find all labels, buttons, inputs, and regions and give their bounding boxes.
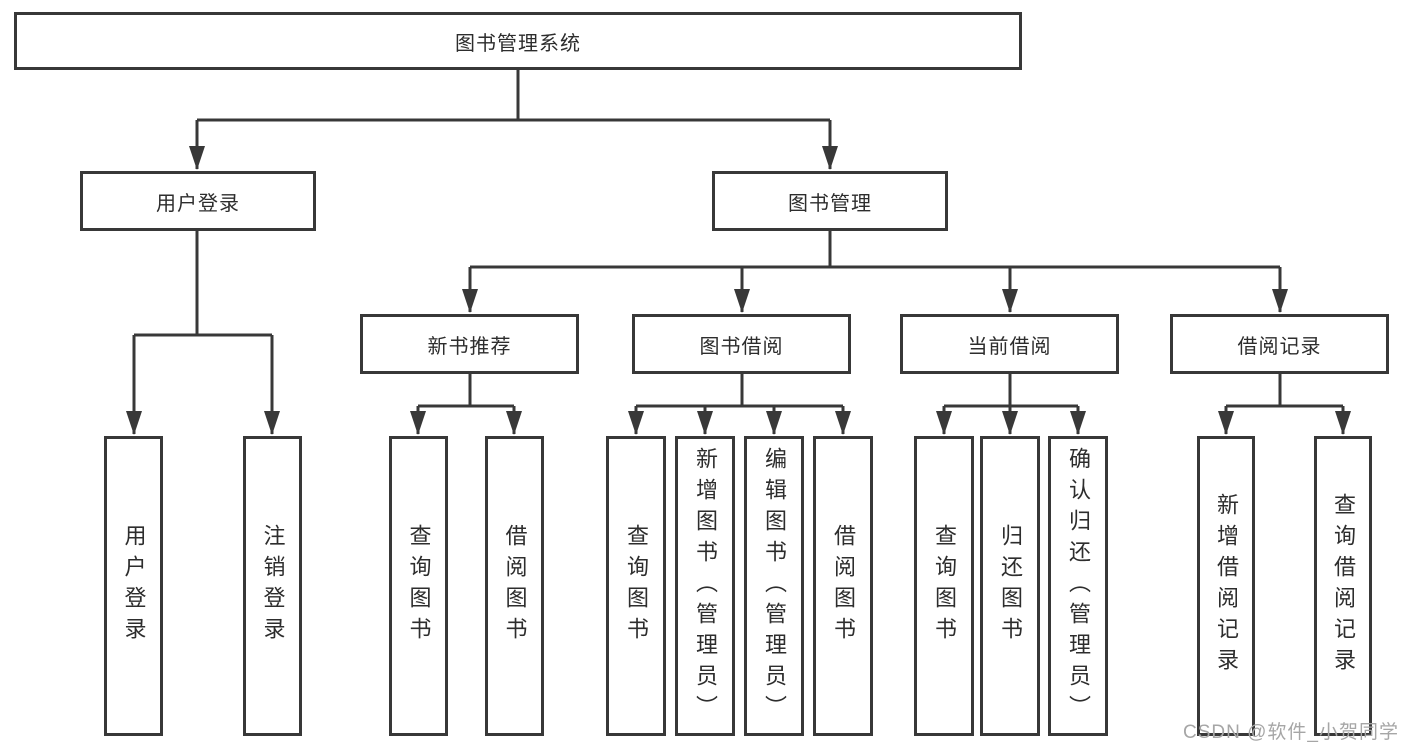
node-label: 注销登录 — [260, 524, 286, 648]
watermark: CSDN @软件_小贺同学 — [1183, 722, 1399, 743]
node-label: 用户登录 — [156, 192, 240, 215]
node-label: 图书管理 — [788, 192, 872, 215]
node-label: 查询图书 — [624, 524, 649, 648]
node-label: 确认归还（管理员） — [1066, 446, 1091, 726]
node-label: 图书管理系统 — [455, 32, 581, 55]
node-label: 新书推荐 — [427, 335, 512, 358]
node-borrow-books-recommend: 借阅图书 — [485, 436, 544, 736]
node-label: 借阅记录 — [1237, 335, 1322, 358]
node-add-borrow-record: 新增借阅记录 — [1197, 436, 1255, 736]
node-label: 借阅图书 — [502, 524, 528, 648]
node-borrow-records: 借阅记录 — [1170, 314, 1389, 374]
node-user-login-branch: 用户登录 — [80, 171, 316, 231]
node-label: 编辑图书（管理员） — [762, 446, 787, 726]
node-user-login-leaf: 用户登录 — [104, 436, 163, 736]
node-query-books-borrow: 查询图书 — [606, 436, 666, 736]
node-borrow-books-leaf: 借阅图书 — [813, 436, 873, 736]
node-logout: 注销登录 — [243, 436, 302, 736]
node-label: 新增借阅记录 — [1214, 493, 1239, 679]
node-label: 查询图书 — [406, 524, 432, 648]
node-new-book-recommend: 新书推荐 — [360, 314, 579, 374]
node-edit-book-admin: 编辑图书（管理员） — [744, 436, 804, 736]
node-label: 查询借阅记录 — [1331, 493, 1356, 679]
node-label: 图书借阅 — [699, 335, 784, 358]
node-label: 借阅图书 — [831, 524, 856, 648]
node-label: 查询图书 — [932, 524, 957, 648]
node-book-mgmt-system: 图书管理系统 — [14, 12, 1022, 70]
node-return-books: 归还图书 — [980, 436, 1040, 736]
node-label: 当前借阅 — [967, 335, 1052, 358]
node-query-borrow-record: 查询借阅记录 — [1314, 436, 1372, 736]
node-query-books-recommend: 查询图书 — [389, 436, 448, 736]
node-label: 归还图书 — [998, 524, 1023, 648]
node-query-books-current: 查询图书 — [914, 436, 974, 736]
node-label: 用户登录 — [121, 524, 147, 648]
node-label: 新增图书（管理员） — [693, 446, 718, 726]
node-confirm-return-admin: 确认归还（管理员） — [1048, 436, 1108, 736]
node-book-management-branch: 图书管理 — [712, 171, 948, 231]
node-add-book-admin: 新增图书（管理员） — [675, 436, 735, 736]
node-book-borrow: 图书借阅 — [632, 314, 851, 374]
node-current-borrow: 当前借阅 — [900, 314, 1119, 374]
